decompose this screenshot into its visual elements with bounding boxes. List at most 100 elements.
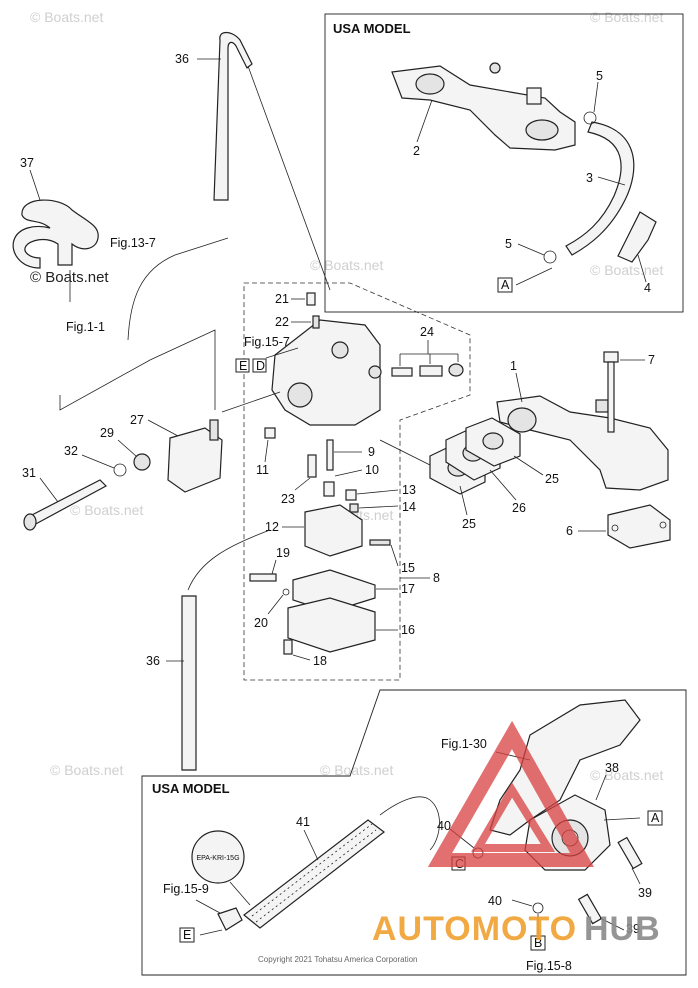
float-pin-13 xyxy=(345,489,357,501)
callout-32: 32 xyxy=(64,444,78,458)
leader-40-b xyxy=(511,899,533,907)
callout-40-a: 40 xyxy=(437,819,451,833)
leader-20 xyxy=(267,594,284,615)
hose-36-routing xyxy=(247,65,331,291)
callout-2: 2 xyxy=(413,144,420,158)
hose-clip-bottom xyxy=(543,250,557,264)
leader-18 xyxy=(292,654,311,661)
top-panel-title: USA MODEL xyxy=(333,21,411,36)
clip-14 xyxy=(349,503,359,513)
collar-29 xyxy=(133,453,151,471)
float-bowl-16 xyxy=(287,597,376,653)
main-jet-23 xyxy=(307,454,317,478)
watermark-boats-7: © Boats.net xyxy=(50,762,123,778)
callout-20: 20 xyxy=(254,616,268,630)
leader-11 xyxy=(264,439,269,463)
hose-37-shape xyxy=(12,199,99,269)
leader-39-a xyxy=(631,867,641,885)
callout-14: 14 xyxy=(402,500,416,514)
callout-5-top: 5 xyxy=(596,69,603,83)
throttle-link-rod xyxy=(127,237,229,341)
callout-29: 29 xyxy=(100,426,114,440)
hose-36-lower: 36 xyxy=(146,529,271,771)
pump-bolt-39-a xyxy=(617,836,643,870)
leader-5a xyxy=(593,81,599,113)
callout-4: 4 xyxy=(644,281,651,295)
drain-screw-11 xyxy=(264,427,276,439)
leader-31 xyxy=(39,477,59,503)
leader-fig-15-7 xyxy=(265,347,299,359)
hose-36-routing-lower xyxy=(187,529,271,591)
hose-41-braid xyxy=(251,823,377,923)
bottom-panel-frame xyxy=(141,689,687,976)
tag-e-left-box xyxy=(235,358,250,373)
tag-a-bottom-box xyxy=(647,810,663,826)
guide-line-left xyxy=(59,329,216,411)
pilot-screw-19 xyxy=(249,573,277,582)
carburetor-assembly: 21 22 Fig.15-7 E D 24 11 23 9 10 xyxy=(235,282,471,681)
carb-inlet xyxy=(368,365,382,379)
washer-32 xyxy=(113,463,127,477)
leader-29 xyxy=(117,439,137,457)
leader-39-b xyxy=(599,917,625,931)
leader-fig-15-9 xyxy=(195,899,221,914)
callout-1: 1 xyxy=(510,359,517,373)
tag-b: B xyxy=(534,936,542,950)
callout-40-b: 40 xyxy=(488,894,502,908)
pump-bolt-39-b xyxy=(577,893,603,925)
tag-d: D xyxy=(256,359,265,373)
ref-fig-15-7: Fig.15-7 xyxy=(244,335,290,349)
logo-word-hub: HUB xyxy=(584,910,661,948)
watermark-layer: © Boats.net © Boats.net © Boats.net © Bo… xyxy=(30,9,663,783)
ref-fig-15-8: Fig.15-8 xyxy=(526,959,572,973)
intake-manifold-1 xyxy=(496,395,669,491)
bolt-7-head xyxy=(603,351,619,363)
carb-choke xyxy=(331,341,349,359)
callout-27: 27 xyxy=(130,413,144,427)
gasket-25-right-hole xyxy=(482,432,504,450)
bolt-7 xyxy=(607,361,615,433)
silencer-group: 27 29 32 31 xyxy=(22,391,281,531)
gasket-6-hole-b xyxy=(659,521,667,529)
callout-36-top: 36 xyxy=(175,52,189,66)
leader-26 xyxy=(489,469,517,501)
manifold-nipple xyxy=(526,87,542,105)
callout-41: 41 xyxy=(296,815,310,829)
hose-clip-40-b xyxy=(532,902,544,914)
leader-41 xyxy=(303,829,319,861)
hose-37: 37 Fig.1-1 xyxy=(12,156,105,334)
leader-37 xyxy=(29,169,41,201)
leader-4 xyxy=(637,254,647,283)
needle-jet-9 xyxy=(326,439,334,471)
callout-38: 38 xyxy=(605,761,619,775)
leader-1 xyxy=(515,372,523,403)
leader-5b xyxy=(517,243,545,256)
leader-38 xyxy=(595,774,607,801)
leader-3 xyxy=(597,176,626,186)
fuel-hose-41 xyxy=(243,819,385,929)
callout-6: 6 xyxy=(566,524,573,538)
watermark-boats-2: © Boats.net xyxy=(590,9,663,25)
callout-13: 13 xyxy=(402,483,416,497)
fuel-filter-label: EPA-KRI-15G xyxy=(196,855,239,862)
hose-elbow-4 xyxy=(617,211,657,263)
callout-37: 37 xyxy=(20,156,34,170)
carb-to-gasket xyxy=(379,439,431,466)
vent-hose-36-top xyxy=(213,31,253,201)
callout-9: 9 xyxy=(368,445,375,459)
callout-21: 21 xyxy=(275,292,289,306)
leader-25-left xyxy=(459,485,468,516)
carb-dashed-boundary xyxy=(243,282,471,681)
manifold-bolt-hole xyxy=(489,62,501,74)
logo-word-automoto: AUTOMOTO xyxy=(372,910,577,948)
manifold-port-1 xyxy=(415,73,445,95)
bowl-bolt-18 xyxy=(283,639,293,655)
callout-23: 23 xyxy=(281,492,295,506)
leader-25-right xyxy=(513,455,544,476)
manifold-port-2 xyxy=(525,119,559,141)
fuel-filter-detail xyxy=(191,830,245,884)
ref-fig-15-9: Fig.15-9 xyxy=(163,882,209,896)
watermark-boats-9: © Boats.net xyxy=(590,767,663,783)
callout-39-b: 39 xyxy=(626,922,640,936)
